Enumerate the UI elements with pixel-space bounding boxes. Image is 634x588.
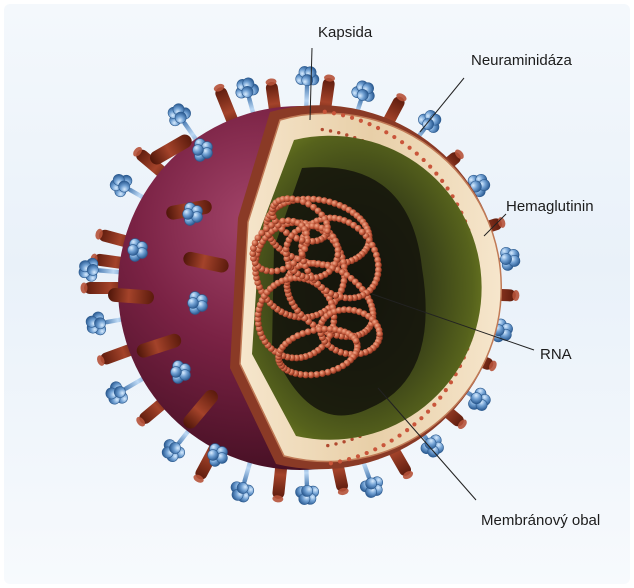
rna-strands bbox=[249, 195, 384, 379]
leader-envelope bbox=[377, 387, 477, 501]
neuraminidase-spike bbox=[230, 453, 255, 503]
hemagglutinin-spike bbox=[150, 134, 192, 165]
hemagglutinin-spike bbox=[108, 287, 154, 305]
neuraminidase-spike bbox=[207, 443, 228, 467]
leader-hemagglutinin bbox=[483, 213, 507, 237]
virus-body bbox=[118, 105, 502, 470]
label-hemagglutinin: Hemaglutinin bbox=[506, 198, 594, 215]
leader-rna bbox=[371, 293, 535, 351]
label-capsid: Kapsida bbox=[318, 24, 373, 41]
label-rna: RNA bbox=[540, 346, 572, 363]
leader-neuraminidase bbox=[419, 77, 465, 133]
neuraminidase-spike bbox=[357, 449, 384, 498]
surface-proteins-front bbox=[108, 134, 229, 467]
neuraminidase-spike bbox=[187, 291, 208, 315]
label-envelope: Membránový obal bbox=[481, 512, 601, 529]
neuraminidase-spike bbox=[127, 238, 148, 262]
neuraminidase-spike bbox=[161, 422, 196, 463]
neuraminidase-spike bbox=[295, 66, 320, 117]
neuraminidase-spike bbox=[192, 138, 213, 162]
hemagglutinin-spike bbox=[136, 333, 182, 358]
neuraminidase-spike bbox=[170, 360, 191, 384]
neuraminidase-spike bbox=[182, 202, 203, 226]
neuraminidase-spike bbox=[109, 174, 152, 204]
label-leader-lines bbox=[309, 47, 535, 501]
hemagglutinin-spike bbox=[183, 251, 229, 273]
neuraminidase-spike bbox=[85, 311, 131, 336]
hemagglutinin-spike bbox=[183, 389, 218, 429]
label-neuraminidase: Neuraminidáza bbox=[471, 52, 572, 69]
leader-capsid bbox=[309, 47, 313, 121]
